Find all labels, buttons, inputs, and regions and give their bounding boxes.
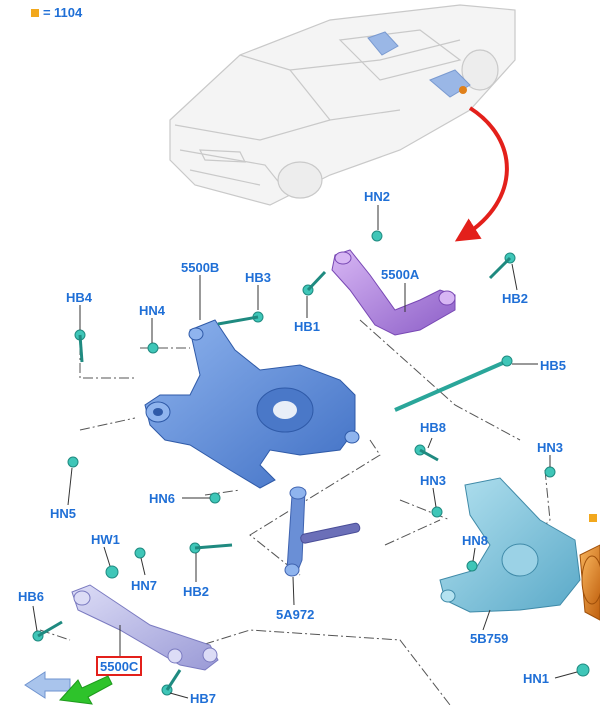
label-hn8: HN8: [462, 533, 488, 548]
legend: = 1104: [31, 5, 83, 20]
label-hb5: HB5: [540, 358, 566, 373]
label-hb1: HB1: [294, 319, 320, 334]
green-pointer-arrow: [58, 675, 113, 705]
label-hn6: HN6: [149, 491, 175, 506]
knuckle-5b759: [439, 477, 581, 613]
assembly-dash-lines: [39, 319, 551, 706]
upper-arm-5500a: [331, 249, 456, 336]
label-hw1: HW1: [91, 532, 120, 547]
label-hn7: HN7: [131, 578, 157, 593]
nut-hn1: [576, 663, 590, 677]
label-5a972: 5A972: [276, 607, 314, 622]
washer-hw1: [105, 565, 119, 579]
label-hb8: HB8: [420, 420, 446, 435]
label-hn5: HN5: [50, 506, 76, 521]
legend-marker: [31, 9, 39, 17]
highlighted-part-callout: 5500C: [96, 656, 142, 676]
highlight-box: [96, 656, 142, 676]
red-callout-arrow: [454, 106, 509, 242]
label-hn2: HN2: [364, 189, 390, 204]
nut-hn3-right: [544, 466, 556, 478]
label-5500a: 5500A: [381, 267, 420, 282]
vehicle-suspension-callout: [367, 31, 471, 98]
label-hb7: HB7: [190, 691, 216, 706]
toe-link-5a972: [284, 486, 361, 577]
label-hn3-right: HN3: [537, 440, 563, 455]
nut-hn6: [209, 492, 221, 504]
legend-equals: =: [43, 5, 51, 20]
leader-lines: [32, 205, 578, 699]
label-5b759: 5B759: [470, 631, 508, 646]
label-hn1: HN1: [523, 671, 549, 686]
label-hb4: HB4: [66, 290, 93, 305]
nut-hn8: [466, 560, 478, 572]
blue-direction-arrow: [24, 671, 71, 699]
wheel-hub: [579, 514, 600, 621]
label-hb2: HB2: [183, 584, 209, 599]
vehicle-outline: [169, 4, 516, 206]
label-hb2-top: HB2: [502, 291, 528, 306]
label-hb6: HB6: [18, 589, 44, 604]
nut-hn2: [371, 230, 383, 242]
lower-arm-5500c: [71, 584, 219, 671]
nut-hn7: [134, 547, 146, 559]
legend-code: 1104: [54, 5, 83, 20]
bolt-hb5: [394, 355, 513, 412]
subframe-5500b: [144, 319, 360, 489]
nut-hn5: [67, 456, 79, 468]
callout-labels: HN2 5500B HB3 5500A HB4 HN4 HB1 HB2 HB5 …: [18, 189, 566, 706]
label-5500c: 5500C: [100, 659, 139, 674]
label-hn3: HN3: [420, 473, 446, 488]
direction-arrows: [24, 671, 113, 705]
hub-legend-marker: [589, 514, 597, 522]
label-hb3: HB3: [245, 270, 271, 285]
nut-hn4: [147, 342, 159, 354]
label-hn4: HN4: [139, 303, 166, 318]
nut-hn3: [431, 506, 443, 518]
label-5500b: 5500B: [181, 260, 219, 275]
